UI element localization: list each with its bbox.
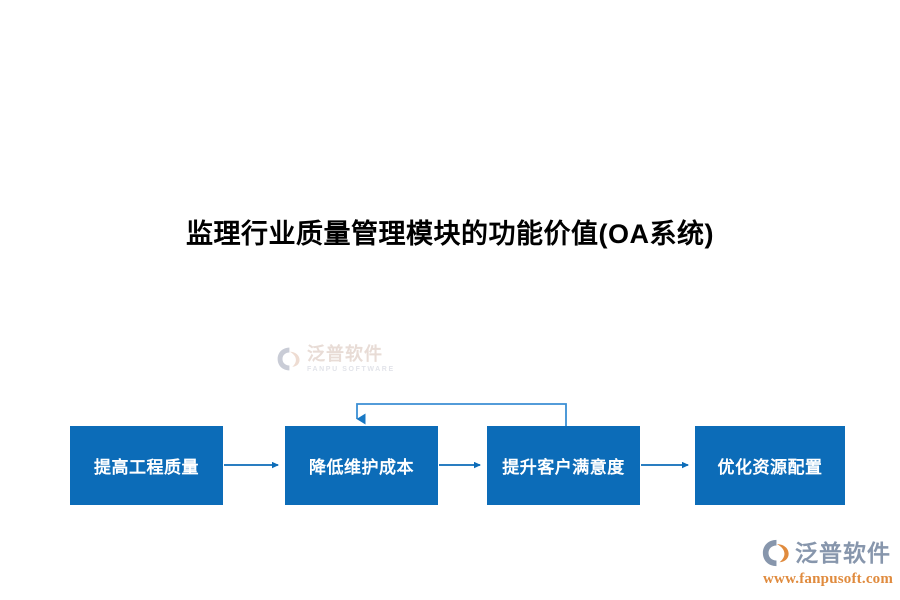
brand-logo: 泛普软件 www.fanpusoft.com bbox=[761, 538, 893, 590]
page-title: 监理行业质量管理模块的功能价值(OA系统) bbox=[186, 219, 714, 249]
flow-box-improve-quality[interactable]: 提高工程质量 bbox=[70, 426, 223, 505]
flow-box-improve-customer-satisfaction[interactable]: 提升客户满意度 bbox=[487, 426, 640, 505]
brand-url-text: www.fanpusoft.com bbox=[763, 571, 894, 587]
flow-box-reduce-maintenance-cost[interactable]: 降低维护成本 bbox=[285, 426, 438, 505]
fanpu-logo-icon bbox=[762, 539, 789, 567]
flow-box-optimize-resource-allocation[interactable]: 优化资源配置 bbox=[695, 426, 845, 505]
brand-cn-text: 泛普软件 bbox=[795, 539, 891, 566]
connector-feedback-box3-box2 bbox=[356, 403, 567, 426]
brand-logo-row: 泛普软件 bbox=[761, 538, 891, 568]
